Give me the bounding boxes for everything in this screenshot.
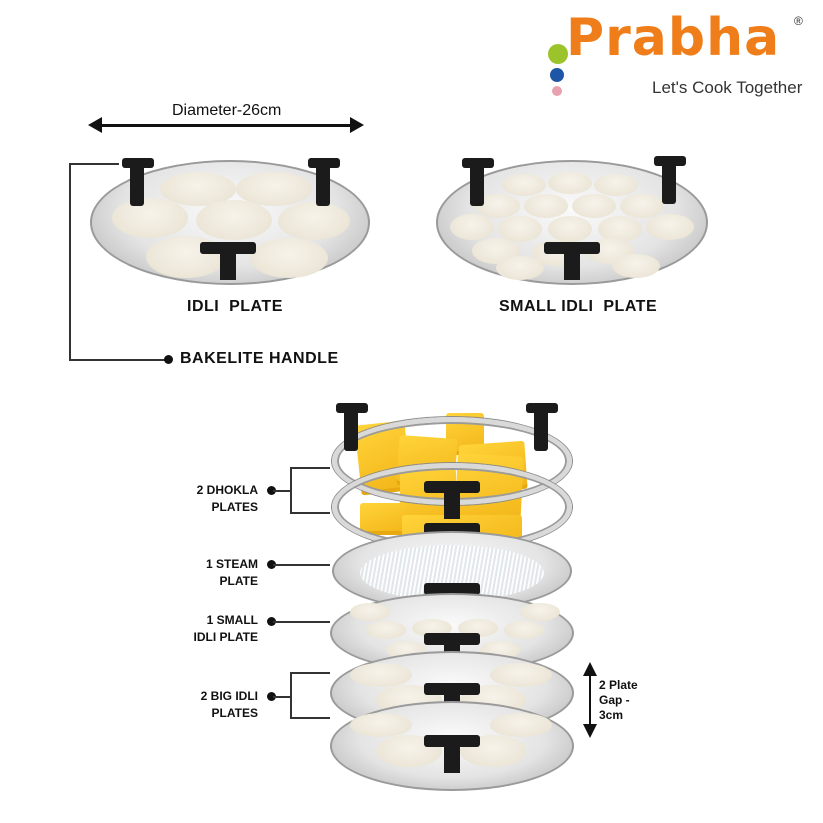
callout-bullet-icon — [267, 486, 276, 495]
logo-blue-dot-icon — [550, 68, 564, 82]
callout-line — [273, 564, 330, 566]
arrow-left-icon — [88, 117, 102, 133]
idli-plate-image — [90, 150, 370, 290]
small-idli-plate-image — [436, 150, 708, 290]
brand-logo: Prabha ® Let's Cook Together — [548, 8, 818, 104]
callout-line — [290, 672, 330, 674]
handle-callout-line — [69, 163, 119, 165]
plate-gap-label: 2 Plate Gap - 3cm — [599, 678, 638, 722]
logo-green-dot-icon — [548, 44, 568, 64]
callout-bullet-icon — [267, 692, 276, 701]
callout-line — [290, 467, 330, 469]
arrow-up-icon — [583, 662, 597, 676]
callout-line — [290, 717, 330, 719]
idli-stand-stack-image — [320, 395, 590, 805]
callout-bracket — [290, 672, 292, 718]
bakelite-handle-icon — [122, 158, 154, 206]
callout-bracket — [290, 467, 292, 513]
callout-bullet-icon — [164, 355, 173, 364]
callout-line — [290, 512, 330, 514]
handle-callout-line — [69, 359, 169, 361]
callout-bullet-icon — [267, 560, 276, 569]
callout-line — [273, 696, 291, 698]
bakelite-handle-icon — [462, 158, 494, 206]
bakelite-handle-icon — [308, 158, 340, 206]
handle-callout-line — [69, 163, 71, 360]
bakelite-handle-icon — [200, 242, 256, 280]
small-idli-plate-label: 1 SMALL IDLI PLATE — [193, 613, 258, 644]
big-idli-plates-label: 2 BIG IDLI PLATES — [200, 689, 258, 720]
arrow-down-icon — [583, 724, 597, 738]
idli-plate-caption: IDLI PLATE — [187, 298, 283, 315]
registered-mark: ® — [794, 14, 803, 28]
callout-line — [273, 490, 291, 492]
bakelite-handle-label: BAKELITE HANDLE — [180, 350, 339, 367]
bakelite-handle-icon — [654, 156, 686, 204]
diameter-label: Diameter-26cm — [172, 102, 282, 119]
bakelite-handle-icon — [544, 242, 600, 280]
plate-gap-line — [589, 674, 591, 726]
steam-plate-label: 1 STEAM PLATE — [205, 557, 258, 588]
diameter-arrow-line — [96, 124, 358, 127]
callout-bullet-icon — [267, 617, 276, 626]
dhokla-plates-label: 2 DHOKLA PLATES — [196, 483, 258, 514]
brand-tagline: Let's Cook Together — [652, 78, 803, 97]
small-idli-plate-caption: SMALL IDLI PLATE — [499, 298, 658, 315]
brand-wordmark: Prabha — [566, 8, 781, 68]
arrow-right-icon — [350, 117, 364, 133]
callout-line — [273, 621, 330, 623]
logo-pink-dot-icon — [552, 86, 562, 96]
